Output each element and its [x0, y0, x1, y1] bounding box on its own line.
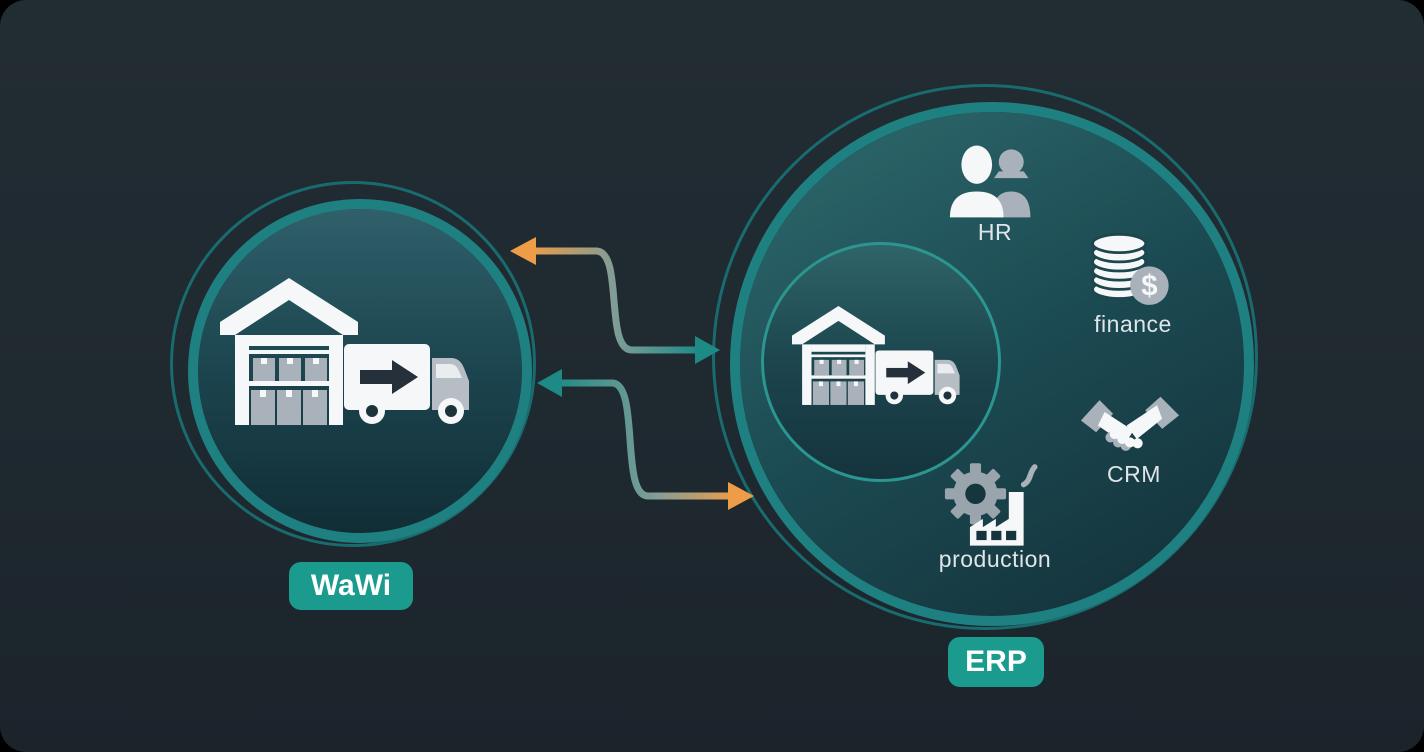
wawi-badge: WaWi — [289, 562, 413, 610]
warehouse-truck-icon — [792, 306, 967, 407]
wawi-circle — [188, 199, 532, 543]
warehouse-truck-icon — [220, 278, 480, 428]
erp-badge: ERP — [948, 637, 1044, 687]
dollar-glyph: $ — [1141, 270, 1157, 303]
bottom-left-teal-arrowhead — [537, 369, 562, 397]
bottom-flow-arrow — [560, 379, 729, 500]
gear-factory-icon — [944, 463, 1038, 546]
bottom-right-orange-arrowhead — [728, 482, 754, 510]
flow-arrows — [510, 237, 754, 510]
erp-outer-ring — [712, 84, 1258, 630]
top-left-orange-arrowhead — [510, 237, 536, 265]
module-label-finance: finance — [1094, 311, 1172, 337]
module-label-production: production — [938, 546, 1052, 572]
module-label-crm: CRM — [1107, 461, 1161, 487]
module-label-hr: HR — [977, 219, 1013, 245]
erp-badge-label: ERP — [965, 645, 1027, 678]
wawi-outer-ring — [170, 181, 536, 547]
wawi-badge-label: WaWi — [310, 569, 392, 602]
coins-dollar-icon: $ — [1091, 232, 1169, 305]
handshake-icon — [1080, 396, 1180, 451]
people-icon — [949, 145, 1031, 218]
top-right-teal-arrowhead — [695, 336, 720, 364]
top-flow-arrow — [534, 247, 697, 354]
